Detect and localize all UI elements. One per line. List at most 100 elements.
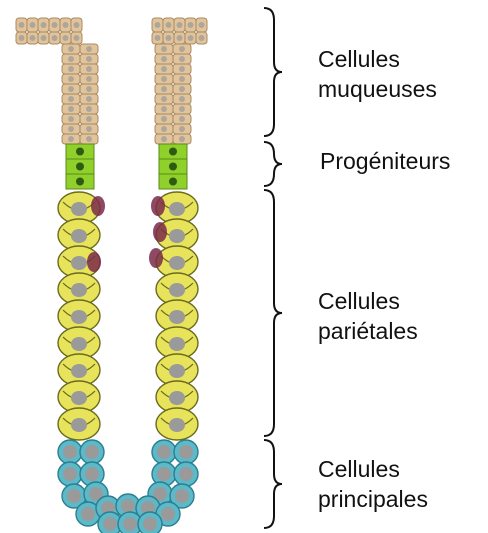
mucous-nucleus [179, 86, 185, 92]
mucous-nucleus [199, 22, 205, 28]
mucous-nucleus [86, 96, 92, 102]
label-line: principales [318, 484, 428, 514]
mucous-nucleus [30, 22, 36, 28]
progenitor-nucleus [76, 178, 84, 186]
mucous-nucleus [177, 22, 183, 28]
chief-nucleus [103, 517, 117, 531]
parietal-nucleus [71, 391, 87, 405]
mucous-nucleus [74, 22, 80, 28]
mucous-nucleus [52, 22, 58, 28]
chief-nucleus [143, 517, 157, 531]
progenitor-nucleus [169, 163, 177, 171]
parietal-nucleus [169, 229, 185, 243]
mucous-nucleus [52, 35, 58, 41]
chief-nucleus [63, 467, 77, 481]
mucous-nucleus [161, 106, 167, 112]
chief-nucleus [157, 445, 171, 459]
parietal-nucleus [71, 283, 87, 297]
chief-nucleus [179, 445, 193, 459]
parietal-nucleus [71, 229, 87, 243]
mucous-nucleus [166, 22, 172, 28]
parietal-nucleus [71, 418, 87, 432]
mucous-nucleus [86, 126, 92, 132]
chief-nucleus [179, 467, 193, 481]
parietal-nucleus [169, 391, 185, 405]
parietal-accent [149, 248, 163, 268]
mucous-nucleus [63, 22, 69, 28]
parietal-nucleus [71, 337, 87, 351]
mucous-nucleus [68, 56, 74, 62]
curly-bracket [264, 440, 282, 528]
mucous-nucleus [188, 22, 194, 28]
mucous-nucleus [86, 46, 92, 52]
mucous-nucleus [19, 22, 25, 28]
parietal-accent [153, 222, 167, 242]
mucous-nucleus [179, 106, 185, 112]
mucous-nucleus [86, 76, 92, 82]
mucous-nucleus [68, 96, 74, 102]
mucous-nucleus [86, 106, 92, 112]
mucous-nucleus [161, 46, 167, 52]
parietal-accent [91, 196, 105, 216]
parietal-nucleus [169, 310, 185, 324]
chief-nucleus [67, 489, 81, 503]
mucous-nucleus [188, 35, 194, 41]
gland-cells [16, 18, 207, 533]
label-line: Cellules [318, 454, 428, 484]
mucous-nucleus [68, 46, 74, 52]
parietal-nucleus [169, 283, 185, 297]
progenitor-nucleus [76, 163, 84, 171]
mucous-nucleus [155, 35, 161, 41]
chief-nucleus [157, 467, 171, 481]
chief-nucleus [123, 517, 137, 531]
mucous-nucleus [68, 66, 74, 72]
parietal-nucleus [169, 418, 185, 432]
mucous-nucleus [86, 66, 92, 72]
label-line: muqueuses [318, 74, 437, 104]
mucous-nucleus [179, 136, 185, 142]
progenitor-nucleus [169, 178, 177, 186]
mucous-nucleus [179, 96, 185, 102]
progenitor-nucleus [169, 148, 177, 156]
parietal-nucleus [169, 364, 185, 378]
parietal-nucleus [71, 256, 87, 270]
mucous-nucleus [179, 56, 185, 62]
label-cellules-principales: Cellules principales [318, 454, 428, 514]
mucous-nucleus [74, 35, 80, 41]
chief-nucleus [85, 467, 99, 481]
mucous-nucleus [179, 126, 185, 132]
mucous-nucleus [161, 76, 167, 82]
mucous-nucleus [199, 35, 205, 41]
mucous-nucleus [63, 35, 69, 41]
label-cellules-muqueuses: Cellules muqueuses [318, 44, 437, 104]
chief-nucleus [175, 489, 189, 503]
mucous-nucleus [41, 35, 47, 41]
progenitor-nucleus [76, 148, 84, 156]
chief-nucleus [85, 445, 99, 459]
parietal-accent [87, 252, 101, 272]
chief-nucleus [81, 507, 95, 521]
mucous-nucleus [68, 106, 74, 112]
label-progeniteurs: Progéniteurs [320, 146, 450, 176]
mucous-nucleus [19, 35, 25, 41]
mucous-nucleus [161, 56, 167, 62]
curly-bracket [264, 190, 282, 436]
label-line: Cellules [318, 44, 437, 74]
mucous-nucleus [166, 35, 172, 41]
mucous-nucleus [68, 116, 74, 122]
mucous-nucleus [161, 86, 167, 92]
parietal-nucleus [169, 256, 185, 270]
label-line: Progéniteurs [320, 146, 450, 176]
label-line: pariétales [318, 316, 418, 346]
mucous-nucleus [179, 116, 185, 122]
mucous-nucleus [161, 126, 167, 132]
parietal-accent [151, 196, 165, 216]
parietal-nucleus [71, 310, 87, 324]
label-line: Cellules [318, 286, 418, 316]
chief-nucleus [121, 499, 135, 513]
parietal-nucleus [71, 202, 87, 216]
mucous-nucleus [68, 76, 74, 82]
parietal-nucleus [71, 364, 87, 378]
mucous-nucleus [161, 96, 167, 102]
